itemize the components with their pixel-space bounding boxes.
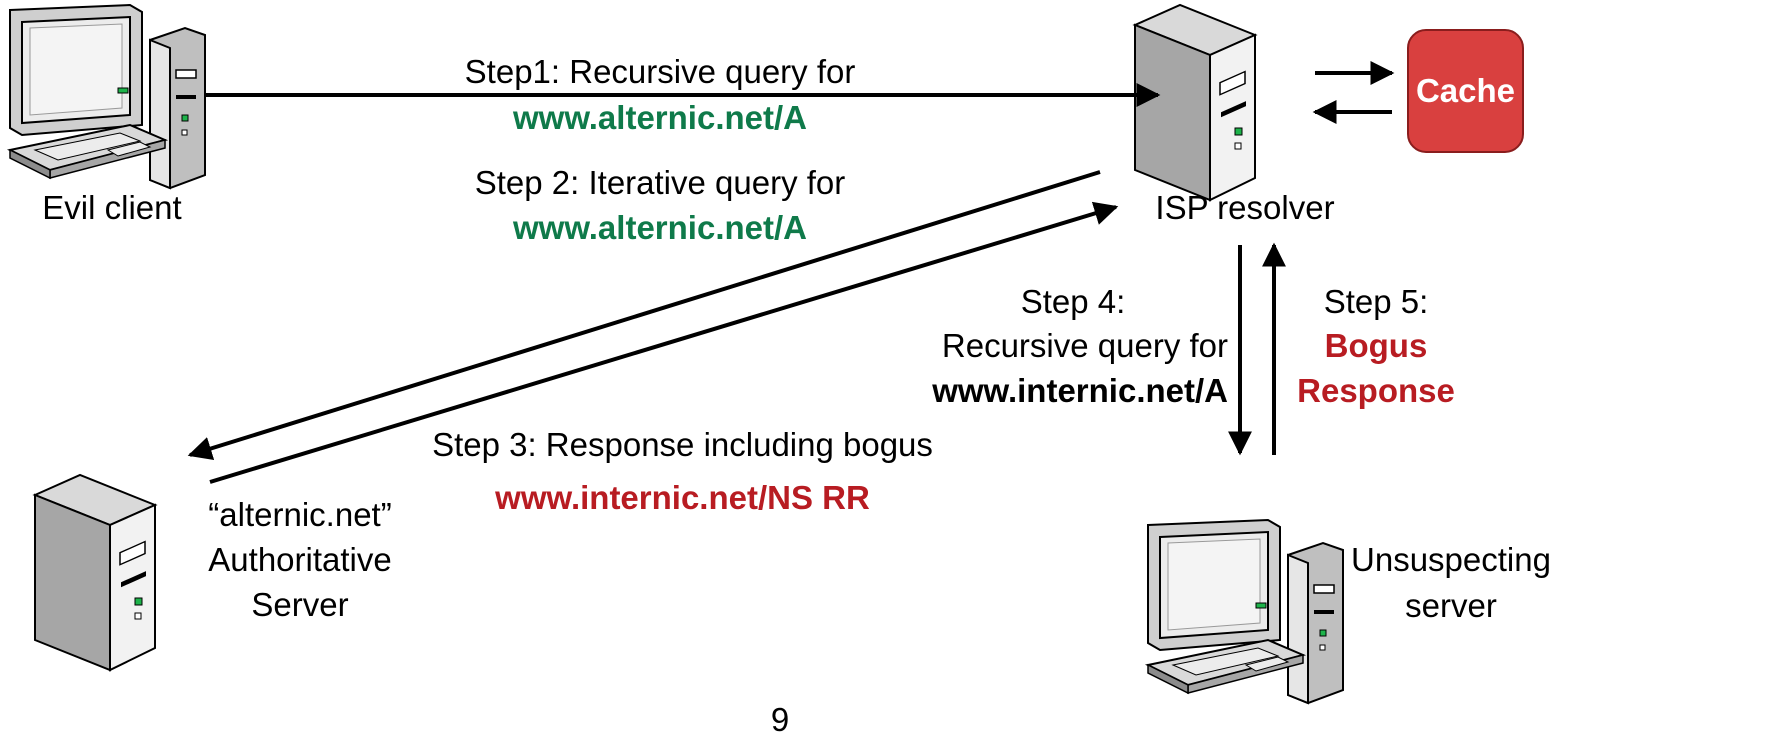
step1-query: www.alternic.net/A [512, 99, 807, 136]
unsuspecting-server-line: Unsuspecting [1351, 541, 1551, 578]
authoritative-server-icon [34, 474, 156, 671]
step1-text: Step1: Recursive query for [464, 53, 856, 90]
evil-client-label: Evil client [42, 189, 182, 226]
isp-resolver-server-icon [1134, 4, 1256, 201]
step2-query: www.alternic.net/A [512, 209, 807, 246]
auth-server-line: Authoritative [208, 541, 392, 578]
step5-label: Step 5: [1323, 283, 1429, 320]
cache-label: Cache [1415, 72, 1516, 109]
step4-label: Step 4: [1020, 283, 1126, 320]
step4-text: Recursive query for [941, 327, 1228, 364]
evil-client-computer-icon [9, 4, 206, 189]
step5-bogus: Bogus [1324, 327, 1428, 364]
unsuspecting-server-computer-icon [1147, 519, 1344, 704]
unsuspecting-server-line: server [1405, 587, 1497, 624]
step2-arrow [187, 170, 1101, 461]
isp-resolver-label: ISP resolver [1155, 189, 1335, 226]
cache-box [1407, 29, 1524, 153]
step2-text: Step 2: Iterative query for [474, 164, 846, 201]
auth-server-line: Server [251, 586, 349, 623]
page-number: 9 [770, 701, 790, 738]
diagram-canvas [9, 4, 1524, 704]
step3-query: www.internic.net/NS RR [495, 479, 870, 516]
step5-response: Response [1297, 372, 1455, 409]
auth-server-line: “alternic.net” [208, 496, 392, 533]
step3-text: Step 3: Response including bogus [432, 426, 933, 463]
step4-query: www.internic.net/A [932, 372, 1228, 409]
step3-arrow [209, 201, 1119, 484]
